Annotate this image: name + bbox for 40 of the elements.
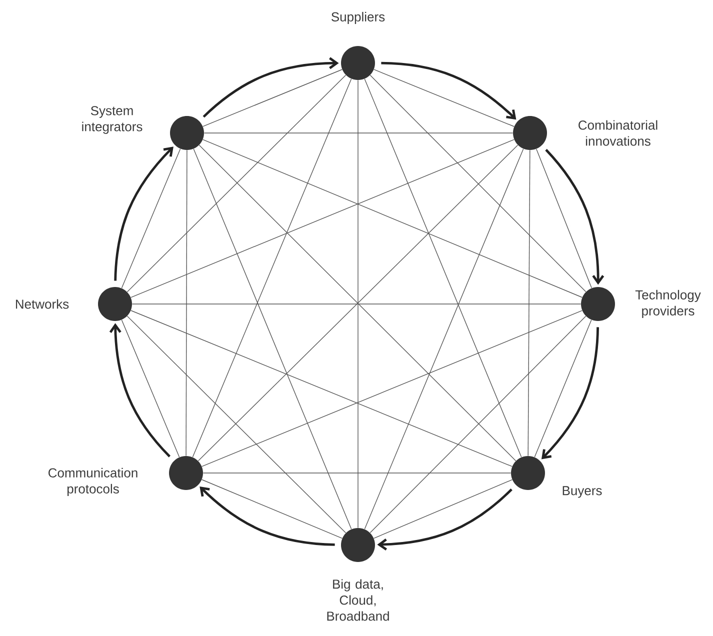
curved-arrow [114,146,174,281]
connector-line [374,69,514,127]
connector-line [364,78,522,458]
connector-line [126,316,346,534]
connector-line [373,479,513,539]
connector-line [121,319,180,458]
node-label: Combinatorial innovations [578,120,658,146]
connector-line [536,148,592,288]
connector-line [193,148,352,530]
connector-line [534,320,592,458]
connector-line [130,139,514,298]
curved-arrow [545,148,604,285]
connector-line [192,78,352,458]
connector-line [204,132,514,134]
node-label: Big data, Cloud, Broadband [327,579,389,621]
node-label: Networks [16,299,69,309]
node-label: System integrators [82,106,142,134]
connector-line [202,310,582,467]
connector-line [202,472,512,474]
connector-line [126,74,346,292]
connector-line [202,479,342,539]
connector-line [121,148,181,288]
connector-line [370,74,586,292]
curved-arrow [381,62,516,120]
connector-line [370,316,586,534]
connector-line [364,148,524,530]
connector-line [186,150,188,456]
curved-arrow [202,57,339,118]
node-label: Buyers [562,486,602,498]
curved-arrow [200,486,335,546]
node-label: Technology providers [635,290,701,318]
connector-line [202,139,582,298]
connector-line [528,150,530,456]
connector-line [130,310,512,467]
curved-arrow [377,488,512,550]
node-label: Communication protocols [48,468,138,496]
connector-line [202,69,342,127]
curved-arrow [109,323,171,458]
curved-arrow [541,327,599,460]
node-label: Suppliers [332,12,385,24]
